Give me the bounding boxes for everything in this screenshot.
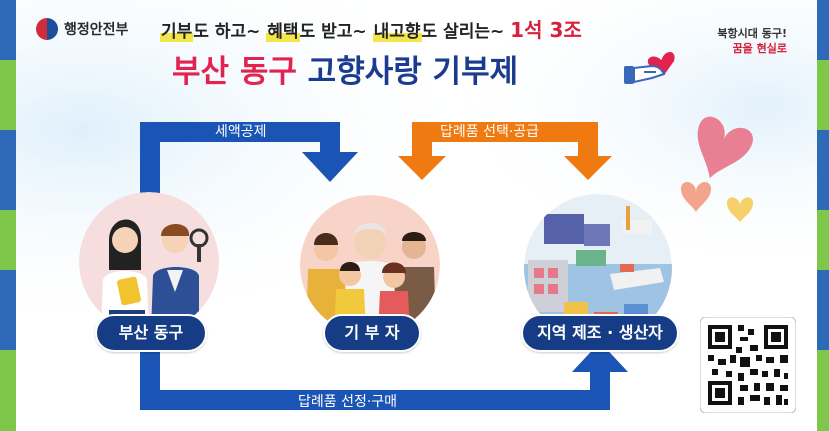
left-color-strip <box>0 0 16 431</box>
gift-supply-label: 답례품 선택·공급 <box>440 124 540 140</box>
slogan-line-2: 꿈을 현실로 <box>732 42 787 55</box>
gift-supply-arrow <box>398 122 612 180</box>
tagline-text-1: 도 하고~ <box>193 22 267 42</box>
slogan: 북항시대 동구! 꿈을 현실로 <box>717 26 787 56</box>
page-title: 부산 동구 고향사랑 기부제 <box>172 46 518 91</box>
qr-code-icon[interactable] <box>700 317 796 413</box>
tagline-text-2: 도 받고~ <box>299 22 373 42</box>
tagline: 기부도 하고~ 혜택도 받고~ 내고향도 살리는~ 1석 3조 <box>160 14 582 43</box>
title-district: 부산 동구 <box>172 54 297 90</box>
local-producer-illustration <box>524 194 672 342</box>
tagline-hometown: 내고향 <box>372 22 422 42</box>
ministry-name: 행정안전부 <box>64 22 129 38</box>
heart-icon <box>697 116 753 179</box>
tagline-text-3: 도 살리는~ <box>421 22 511 42</box>
tagline-donate: 기부 <box>160 22 194 42</box>
heart-icon <box>680 181 712 212</box>
tagline-three-birds: 1석 3조 <box>510 18 582 42</box>
node-local-producer: 지역 제조 · 생산자 <box>521 314 679 352</box>
taeguk-emblem-icon <box>36 18 58 40</box>
tagline-benefit: 혜택 <box>266 22 300 42</box>
ministry-logo: 행정안전부 <box>36 18 128 40</box>
gift-select-label: 답례품 선정·구매 <box>298 394 398 410</box>
tax-credit-arrow <box>140 122 358 218</box>
node-donor: 기 부 자 <box>323 314 421 352</box>
busan-illustration <box>79 192 219 332</box>
tax-credit-label: 세액공제 <box>215 124 267 140</box>
right-color-strip <box>817 0 829 431</box>
node-busan-donggu: 부산 동구 <box>95 314 207 352</box>
heart-hand-icon <box>624 52 675 84</box>
slogan-line-1: 북항시대 동구! <box>717 27 787 40</box>
gift-select-arrow <box>140 326 628 410</box>
hearts-decoration <box>680 116 754 222</box>
title-program: 고향사랑 기부제 <box>307 54 519 90</box>
heart-icon <box>726 197 754 222</box>
